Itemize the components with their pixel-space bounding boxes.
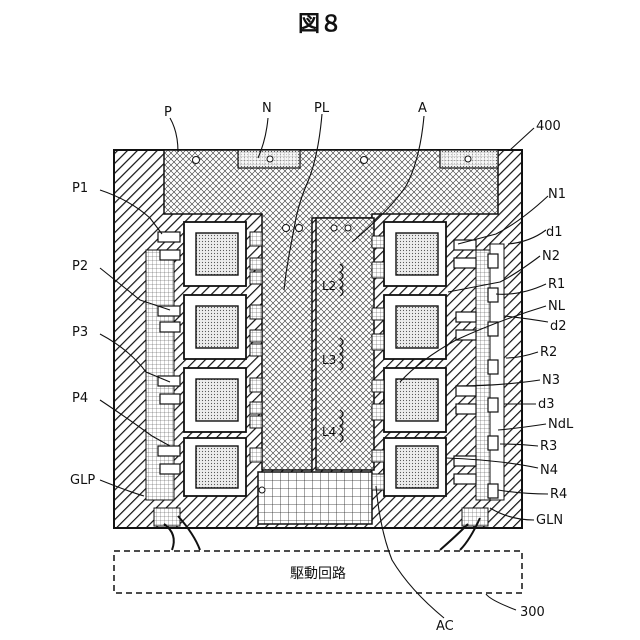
chip-p2 <box>184 295 246 359</box>
label-p3: P3 <box>72 325 88 340</box>
n-terminal-hole <box>465 156 471 162</box>
label-ac: AC <box>436 619 454 634</box>
label-r2: R2 <box>540 345 557 360</box>
label-pl: PL <box>314 101 330 116</box>
label-r4: R4 <box>550 487 567 502</box>
label-l3: L3 <box>322 353 336 367</box>
ac-hole <box>259 487 265 493</box>
a-hole <box>331 225 337 231</box>
label-d1: d1 <box>546 225 563 240</box>
chip-n3 <box>384 368 446 432</box>
label-n3: N3 <box>542 373 560 388</box>
n-chips <box>384 222 446 496</box>
label-p1: P1 <box>72 181 88 196</box>
label-p: P <box>164 105 172 120</box>
gate-line-glp <box>146 250 174 500</box>
label-300: 300 <box>520 605 545 620</box>
p-terminal-hole <box>361 157 368 164</box>
chip-p1 <box>184 222 246 286</box>
n-terminal-hole <box>267 156 273 162</box>
gln-terminal <box>462 508 488 526</box>
label-a: A <box>418 101 427 116</box>
label-r1: R1 <box>548 277 565 292</box>
label-n2: N2 <box>542 249 560 264</box>
chip-p3 <box>184 368 246 432</box>
label-n1: N1 <box>548 187 566 202</box>
label-p4: P4 <box>72 391 88 406</box>
p-terminal-hole <box>193 157 200 164</box>
label-gln: GLN <box>536 513 563 528</box>
chip-p4 <box>184 438 246 496</box>
label-glp: GLP <box>70 473 95 488</box>
label-d2: d2 <box>550 319 567 334</box>
ac-terminal <box>258 472 372 524</box>
label-p2: P2 <box>72 259 88 274</box>
glp-terminal <box>154 508 180 526</box>
label-l2: L2 <box>322 279 336 293</box>
label-n: N <box>262 101 272 116</box>
label-d3: d3 <box>538 397 555 412</box>
pl-hole <box>296 225 303 232</box>
drive-circuit-label: 駆動回路 <box>290 566 346 582</box>
pl-contact-pads <box>250 232 262 462</box>
label-400: 400 <box>536 119 561 134</box>
chip-n1 <box>384 222 446 286</box>
p-chips <box>184 222 246 496</box>
label-l4: L4 <box>322 425 336 439</box>
chip-n4 <box>384 438 446 496</box>
a-hole <box>345 225 351 231</box>
pl-hole <box>283 225 290 232</box>
chip-n2 <box>384 295 446 359</box>
label-r3: R3 <box>540 439 557 454</box>
label-ndl: NdL <box>548 417 574 432</box>
label-n4: N4 <box>540 463 558 478</box>
label-nl: NL <box>548 299 566 314</box>
